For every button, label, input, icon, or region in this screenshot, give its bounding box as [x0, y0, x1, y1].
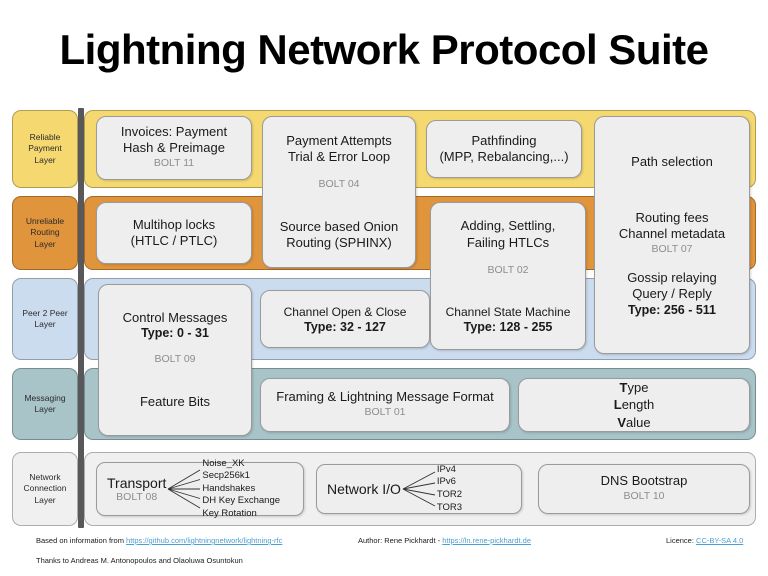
list-item: TOR3 [436, 501, 463, 513]
box-htlcs-line2: Failing HTLCs [466, 234, 550, 250]
box-routing-fees-line1: Routing fees [635, 209, 709, 225]
box-network-io[interactable]: Network I/O IPv4 IPv6 TOR2 TOR3 [316, 464, 522, 514]
box-tlv-value: Value [617, 414, 651, 430]
list-item: Secp256k1 [202, 470, 250, 482]
box-channel-state-machine-type: Type: 128 - 255 [463, 319, 553, 334]
box-channel-open-close[interactable]: Channel Open & Close Type: 32 - 127 [260, 290, 430, 348]
footer-author: Author: Rene Pickhardt - https://ln.rene… [358, 536, 531, 545]
box-multihop-locks-line1: Multihop locks [132, 216, 216, 232]
footer-line-1: Based on information from https://github… [0, 536, 768, 550]
box-control-messages[interactable]: Control Messages Type: 0 - 31 BOLT 09 Fe… [98, 284, 252, 436]
box-payment-attempts-line2: Trial & Error Loop [287, 148, 391, 164]
box-routing-fees-bolt: BOLT 07 [651, 243, 693, 256]
transport-fanout-icon [168, 469, 201, 509]
box-transport-bolt: BOLT 08 [116, 491, 158, 503]
box-pathfinding-line2: (MPP, Rebalancing,...) [439, 149, 569, 164]
box-framing-message-format[interactable]: Framing & Lightning Message Format BOLT … [260, 378, 510, 432]
box-channel-open-close-type: Type: 32 - 127 [304, 319, 386, 334]
box-dns-bootstrap-bolt: BOLT 10 [623, 490, 665, 503]
footer-spec-link[interactable]: https://github.com/lightningnetwork/ligh… [126, 536, 283, 545]
box-control-messages-type: Type: 0 - 31 [141, 326, 209, 341]
layer-divider-bar [78, 108, 84, 528]
footer-based-on-prefix: Based on information from [36, 536, 127, 545]
box-onion-routing-line1: Source based Onion [279, 218, 399, 234]
footer-licence: Licence: CC-BY-SA 4.0 [666, 536, 743, 545]
box-htlcs-bolt: BOLT 02 [487, 263, 529, 276]
box-channel-open-close-line1: Channel Open & Close [283, 304, 407, 319]
box-multihop-locks-line2: (HTLC / PTLC) [130, 233, 218, 248]
box-framing-line1: Framing & Lightning Message Format [276, 389, 494, 404]
box-transport-label: Transport BOLT 08 [97, 475, 166, 503]
box-framing-bolt: BOLT 01 [364, 406, 406, 419]
box-transport-line1: Transport [107, 475, 167, 491]
box-transport[interactable]: Transport BOLT 08 Noise_XK Secp256k1 Han… [96, 458, 304, 519]
list-item: Key Rotation [202, 507, 257, 519]
box-tlv-length: Length [613, 397, 655, 413]
list-item: DH Key Exchange [202, 495, 281, 507]
box-invoices-bolt: BOLT 11 [153, 157, 195, 170]
list-item: TOR2 [436, 489, 463, 500]
box-invoices-line2: Hash & Preimage [123, 140, 225, 156]
box-network-io-line1: Network I/O [327, 481, 401, 497]
box-payment-attempts[interactable]: Payment Attempts Trial & Error Loop BOLT… [262, 116, 416, 268]
box-right-column-routing[interactable]: Path selection Routing fees Channel meta… [594, 116, 750, 354]
box-htlcs-state-machine[interactable]: Adding, Settling, Failing HTLCs BOLT 02 … [430, 202, 586, 350]
box-gossip-line1: Gossip relaying [627, 270, 717, 285]
box-tlv-type: Type [619, 380, 649, 396]
box-invoices[interactable]: Invoices: Payment Hash & Preimage BOLT 1… [96, 116, 252, 180]
box-payment-attempts-line1: Payment Attempts [286, 132, 392, 148]
box-transport-items: Noise_XK Secp256k1 Handshakes DH Key Exc… [202, 458, 286, 521]
box-network-io-label: Network I/O [317, 481, 401, 497]
box-routing-fees-line2: Channel metadata [618, 226, 726, 241]
box-control-messages-bolt: BOLT 09 [154, 353, 196, 366]
box-dns-bootstrap-line1: DNS Bootstrap [600, 473, 688, 488]
box-gossip-type: Type: 256 - 511 [627, 302, 716, 317]
network-io-fanout-icon [402, 471, 436, 507]
box-control-messages-line1: Control Messages [122, 309, 228, 325]
box-channel-state-machine-line1: Channel State Machine [445, 304, 571, 319]
list-item: IPv6 [436, 476, 456, 488]
footer-author-prefix: Author: Rene Pickhardt - [358, 536, 443, 545]
box-payment-attempts-bolt: BOLT 04 [318, 178, 360, 191]
list-item: Noise_XK [202, 457, 245, 469]
list-item: Handshakes [202, 482, 256, 494]
page-title: Lightning Network Protocol Suite [59, 26, 710, 73]
box-dns-bootstrap[interactable]: DNS Bootstrap BOLT 10 [538, 464, 750, 514]
box-network-io-items: IPv4 IPv6 TOR2 TOR3 [437, 464, 468, 514]
box-pathfinding-line1: Pathfinding [471, 132, 537, 148]
box-multihop-locks[interactable]: Multihop locks (HTLC / PTLC) [96, 202, 252, 264]
box-htlcs-line1: Adding, Settling, [460, 218, 556, 234]
box-onion-routing-line2: Routing (SPHINX) [286, 235, 392, 251]
footer-licence-link[interactable]: CC-BY-SA 4.0 [696, 536, 744, 545]
box-tlv[interactable]: Type Length Value [518, 378, 750, 432]
box-invoices-line1: Invoices: Payment [120, 123, 228, 139]
box-pathfinding[interactable]: Pathfinding (MPP, Rebalancing,...) [426, 120, 582, 178]
box-path-selection-line1: Path selection [631, 153, 713, 169]
footer-thanks: Thanks to Andreas M. Antonopoulos and Ol… [36, 556, 243, 565]
footer-based-on: Based on information from https://github… [36, 536, 282, 545]
footer-author-link[interactable]: https://ln.rene-pickhardt.de [442, 536, 532, 545]
footer: Based on information from https://github… [0, 536, 768, 565]
box-feature-bits: Feature Bits [139, 393, 211, 409]
footer-licence-prefix: Licence: [666, 536, 697, 545]
list-item: IPv4 [436, 463, 456, 475]
box-gossip-line2: Query / Reply [632, 286, 712, 302]
